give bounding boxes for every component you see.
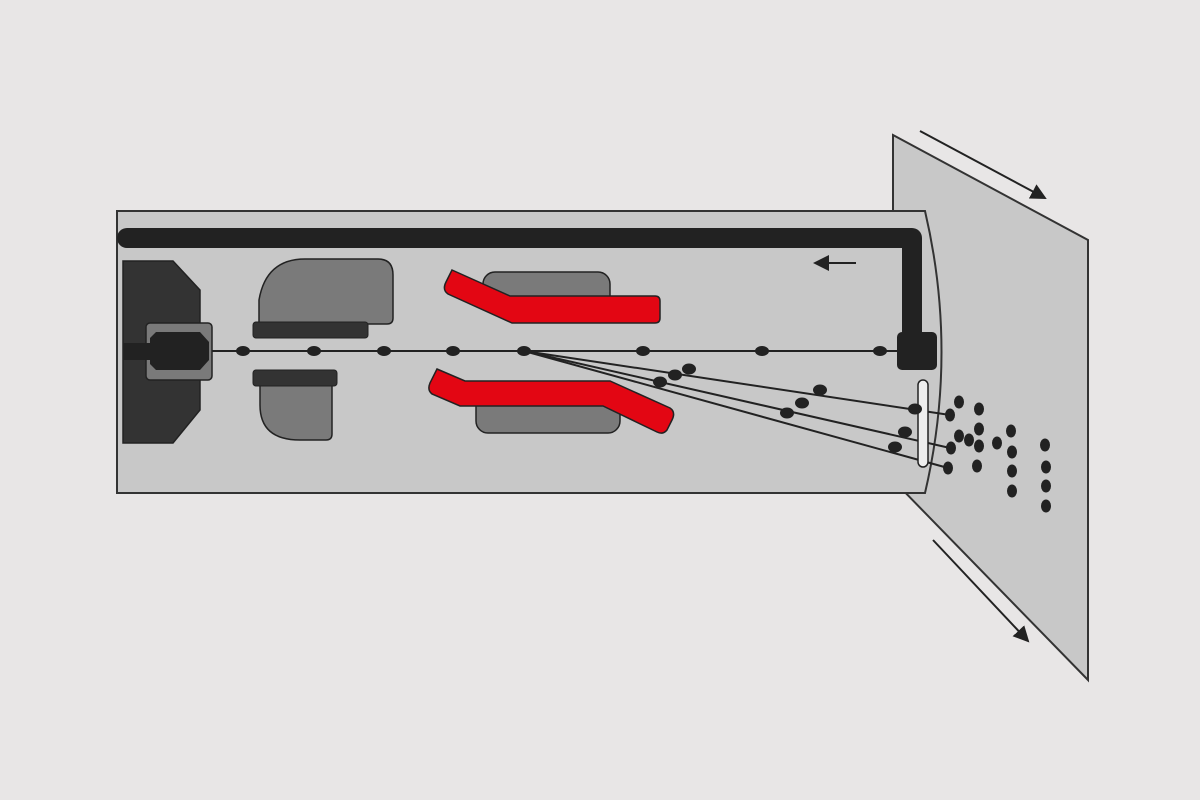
printed-dot (954, 395, 964, 409)
ink-drop-charged (908, 403, 922, 415)
ink-stream-deflected (523, 350, 951, 449)
ink-drop-charged (780, 407, 794, 419)
ink-drop (636, 346, 650, 356)
printed-dot (972, 459, 982, 473)
ink-stream-deflected (523, 350, 949, 469)
printed-dot (964, 433, 974, 447)
ink-drop (236, 346, 250, 356)
ink-drop-charged (682, 363, 696, 375)
ink-drop (517, 346, 531, 356)
ink-drop (446, 346, 460, 356)
arrow-down-right-icon (932, 539, 1030, 643)
ink-drop-charged (898, 426, 912, 438)
charge-electrode-lower (259, 383, 333, 441)
ink-drop-charged (795, 397, 809, 409)
printed-dot (1006, 424, 1016, 438)
gutter-catcher (897, 332, 937, 370)
charge-electrode-upper (258, 258, 394, 325)
printed-dot (974, 402, 984, 416)
slot-opening (917, 379, 929, 468)
printed-dot (1041, 460, 1051, 474)
ink-drop-charged (888, 441, 902, 453)
ink-drop (873, 346, 887, 356)
ink-streams (212, 350, 951, 469)
printed-dot (974, 439, 984, 453)
deflection-plate-upper (443, 269, 661, 324)
charge-electrode-lower-bar (252, 369, 338, 387)
ink-stream-deflected (523, 350, 951, 416)
printed-dot (992, 436, 1002, 450)
ink-drops (236, 346, 1051, 513)
nozzle (123, 332, 209, 370)
ink-drop-charged (653, 376, 667, 388)
printed-dot (946, 441, 956, 455)
printed-dot (943, 461, 953, 475)
charge-electrode-upper-bar (252, 321, 369, 339)
ink-drop (307, 346, 321, 356)
ink-drop-charged (813, 384, 827, 396)
printed-dot (1007, 464, 1017, 478)
ink-drop-charged (668, 369, 682, 381)
printed-dot (1041, 499, 1051, 513)
arrow-down-right-icon (919, 130, 1047, 199)
ink-drop (755, 346, 769, 356)
deflection-plate-lower (428, 368, 675, 434)
printed-dot (1040, 438, 1050, 452)
printed-dot (954, 429, 964, 443)
printed-dot (1007, 484, 1017, 498)
ink-return-tube (117, 228, 922, 348)
ink-drop (377, 346, 391, 356)
printed-dot (945, 408, 955, 422)
printed-dot (1041, 479, 1051, 493)
printed-dot (1007, 445, 1017, 459)
printed-dot (974, 422, 984, 436)
